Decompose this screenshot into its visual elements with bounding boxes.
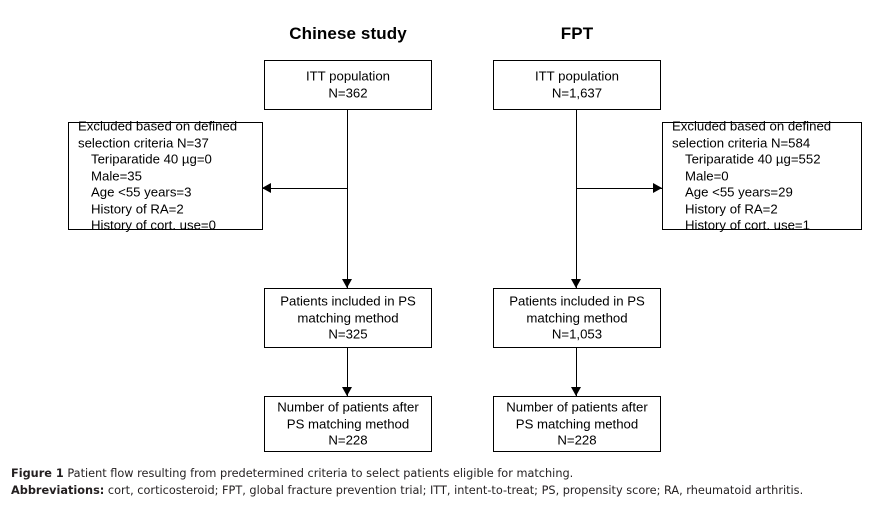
node-itt-population-fpt: ITT population N=1,637 — [493, 60, 661, 110]
connector-ps-to-final-fpt — [576, 348, 577, 396]
arrowhead-down-icon — [570, 387, 581, 396]
node-line: N=362 — [328, 85, 368, 100]
connector-itt-to-ps-fpt — [576, 110, 577, 288]
node-line: Excluded based on defined — [78, 118, 238, 134]
arrowhead-left-icon — [262, 182, 271, 193]
caption-figure-label: Figure 1 — [11, 467, 64, 480]
node-ps-matching-chinese: Patients included in PS matching method … — [264, 288, 432, 348]
node-line: Number of patients after — [277, 399, 419, 415]
connector-to-excluded-fpt — [577, 188, 663, 189]
node-line: N=1,053 — [551, 326, 603, 342]
caption-abbreviations-line: Abbreviations: cort, corticosteroid; FPT… — [11, 483, 863, 500]
caption-abbreviations-text: cort, corticosteroid; FPT, global fractu… — [104, 483, 804, 497]
node-line: Teriparatide 40 µg=552 — [685, 151, 821, 167]
node-line: PS matching method — [286, 415, 410, 431]
node-line: History of RA=2 — [685, 200, 778, 216]
node-line: Number of patients after — [506, 399, 648, 415]
node-line: Patients included in PS — [509, 293, 645, 309]
node-line: Patients included in PS — [280, 293, 416, 309]
arrowhead-down-icon — [341, 279, 352, 288]
node-line: Excluded based on defined — [672, 118, 832, 134]
node-line: Age <55 years=3 — [91, 184, 192, 200]
node-line: Age <55 years=29 — [685, 184, 793, 200]
node-line: selection criteria N=584 — [672, 134, 811, 150]
connector-itt-to-ps-chinese — [347, 110, 348, 288]
node-line: History of cort. use=1 — [685, 217, 810, 233]
node-line: matching method — [297, 309, 399, 325]
node-line: Teriparatide 40 µg=0 — [91, 151, 212, 167]
node-excluded-fpt: Excluded based on defined selection crit… — [662, 118, 862, 232]
arrowhead-down-icon — [570, 279, 581, 288]
caption-abbreviations-label: Abbreviations: — [11, 483, 105, 497]
node-line: PS matching method — [515, 415, 639, 431]
arrowhead-right-icon — [653, 182, 662, 193]
column-title-chinese-study: Chinese study — [289, 24, 407, 43]
node-line: N=228 — [557, 432, 597, 448]
node-line: ITT population — [534, 68, 620, 84]
node-line: N=325 — [328, 326, 368, 342]
node-line: N=228 — [328, 432, 368, 448]
node-final-matched-fpt: Number of patients after PS matching met… — [493, 396, 661, 452]
node-line: History of RA=2 — [91, 200, 184, 216]
node-excluded-chinese: Excluded based on defined selection crit… — [68, 118, 263, 232]
node-itt-population-chinese: ITT population N=362 — [264, 60, 432, 110]
node-line: Male=35 — [91, 167, 142, 183]
figure-caption: Figure 1 Patient flow resulting from pre… — [11, 466, 863, 499]
node-line: ITT population — [305, 68, 391, 84]
node-final-matched-chinese: Number of patients after PS matching met… — [264, 396, 432, 452]
node-line: selection criteria N=37 — [78, 134, 209, 150]
node-line: matching method — [526, 309, 628, 325]
patient-flow-diagram: Chinese study FPT ITT population N=362 I… — [68, 24, 862, 452]
node-line: History of cort. use=0 — [91, 217, 216, 233]
connector-ps-to-final-chinese — [347, 348, 348, 396]
column-title-fpt: FPT — [560, 24, 594, 43]
caption-figure-line: Figure 1 Patient flow resulting from pre… — [11, 466, 863, 483]
connector-to-excluded-chinese — [262, 188, 348, 189]
node-line: Male=0 — [685, 167, 729, 183]
arrowhead-down-icon — [341, 387, 352, 396]
node-ps-matching-fpt: Patients included in PS matching method … — [493, 288, 661, 348]
node-line: N=1,637 — [551, 85, 603, 100]
caption-figure-text: Patient flow resulting from predetermine… — [63, 467, 574, 480]
